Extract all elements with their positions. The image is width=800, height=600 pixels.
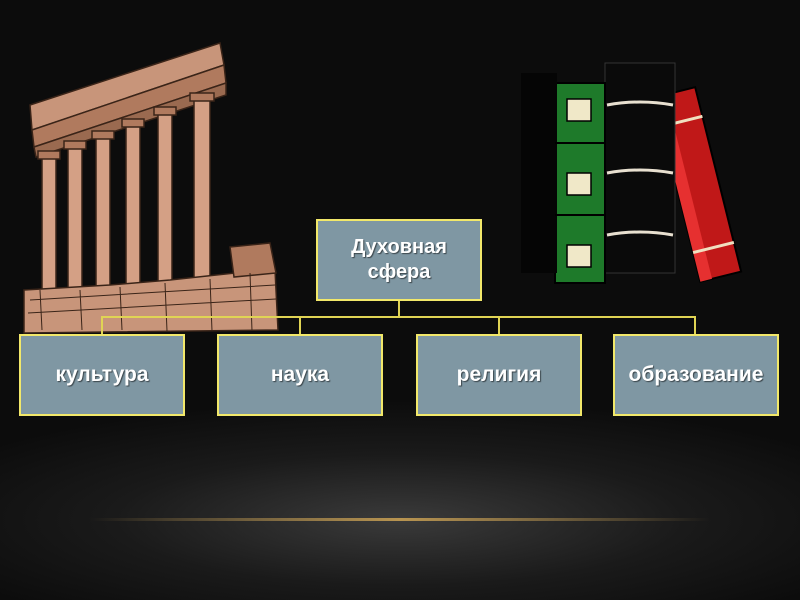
- node-culture: культура: [19, 334, 185, 416]
- connector-horizontal: [101, 316, 696, 318]
- greek-columns-icon: [20, 35, 282, 335]
- connector-branch-4: [694, 316, 696, 334]
- root-node: Духовная сфера: [316, 219, 482, 301]
- connector-branch-3: [498, 316, 500, 334]
- connector-root-stem: [398, 301, 400, 317]
- node-education: образование: [613, 334, 779, 416]
- connector-branch-1: [101, 316, 103, 334]
- books-icon: [515, 55, 770, 290]
- floor-highlight-line: [90, 518, 710, 521]
- node-science: наука: [217, 334, 383, 416]
- connector-branch-2: [299, 316, 301, 334]
- node-religion: религия: [416, 334, 582, 416]
